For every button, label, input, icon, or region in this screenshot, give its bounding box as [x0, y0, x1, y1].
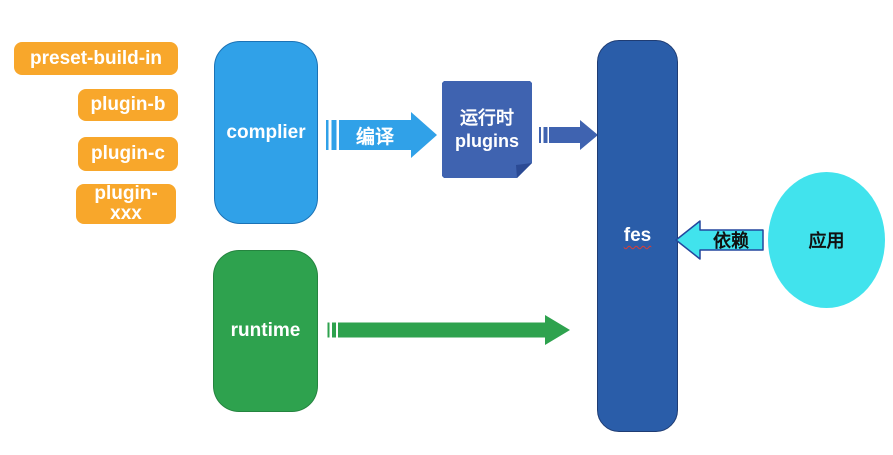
runtime-plugins-note-text: 运行时 plugins: [442, 81, 532, 178]
compile-arrow-stripe: [326, 120, 329, 150]
fes-box: fes: [597, 40, 678, 432]
badge-plugin-xxx: plugin-xxx: [76, 184, 176, 224]
complier-box-label: complier: [226, 121, 306, 143]
runtime-box-label: runtime: [230, 320, 301, 341]
badge-plugin-xxx-label: plugin-xxx: [94, 183, 158, 224]
runtime-to-fes-arrow-stripe: [332, 322, 336, 338]
plugins-to-fes-arrow-stripe: [539, 127, 541, 143]
runtime-plugins-note-shape: [442, 81, 532, 178]
badge-preset-build-in-label: preset-build-in: [30, 47, 162, 69]
badge-plugin-b: plugin-b: [78, 89, 178, 121]
app-ellipse-label: 应用: [808, 231, 845, 251]
badge-plugin-c: plugin-c: [78, 137, 178, 171]
depends-arrow-label: 依赖: [713, 231, 749, 251]
compile-arrow: [326, 112, 437, 158]
badge-plugin-b-label: plugin-b: [90, 94, 166, 116]
runtime-to-fes-arrow: [327, 315, 570, 345]
compile-arrow-stripe: [331, 120, 337, 150]
compile-arrow-label: 编译: [355, 126, 394, 148]
runtime-plugins-note-line1: 运行时: [460, 108, 514, 128]
compile-arrow-body: [339, 112, 437, 158]
runtime-plugins-note-fold: [516, 163, 532, 178]
fes-box-label: fes: [623, 225, 652, 246]
depends-arrow: [675, 220, 764, 260]
runtime-to-fes-arrow-body: [338, 315, 570, 345]
runtime-plugins-note: [442, 81, 532, 178]
plugins-to-fes-arrow-stripe: [543, 127, 548, 143]
runtime-to-fes-arrow-stripe: [327, 322, 330, 338]
runtime-box: runtime: [213, 250, 318, 412]
plugins-to-fes-arrow-body: [549, 120, 598, 150]
depends-arrow-body: [675, 220, 764, 260]
runtime-plugins-note-line2: plugins: [455, 130, 519, 151]
app-ellipse: 应用: [768, 172, 885, 308]
badge-preset-build-in: preset-build-in: [14, 42, 178, 75]
plugins-to-fes-arrow: [539, 120, 598, 150]
badge-plugin-c-label: plugin-c: [91, 143, 165, 165]
complier-box: complier: [214, 41, 318, 224]
